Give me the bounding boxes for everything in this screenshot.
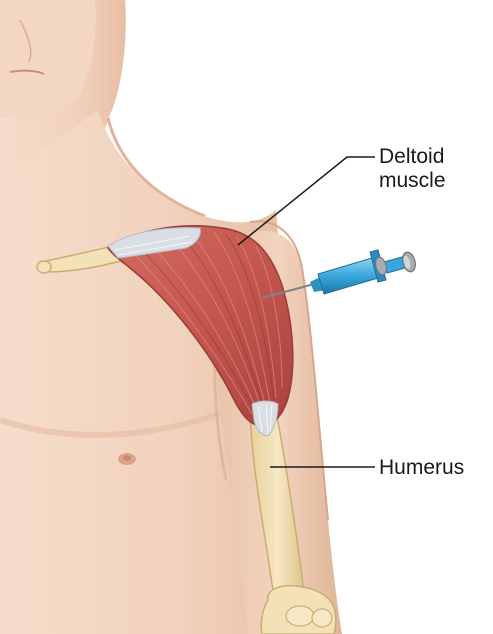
deltoid-label-line2: muscle (379, 169, 489, 193)
deltoid-muscle-label: Deltoid muscle (379, 145, 489, 193)
deltoid-label-line1: Deltoid (379, 145, 489, 169)
humerus-label: Humerus (379, 456, 464, 480)
